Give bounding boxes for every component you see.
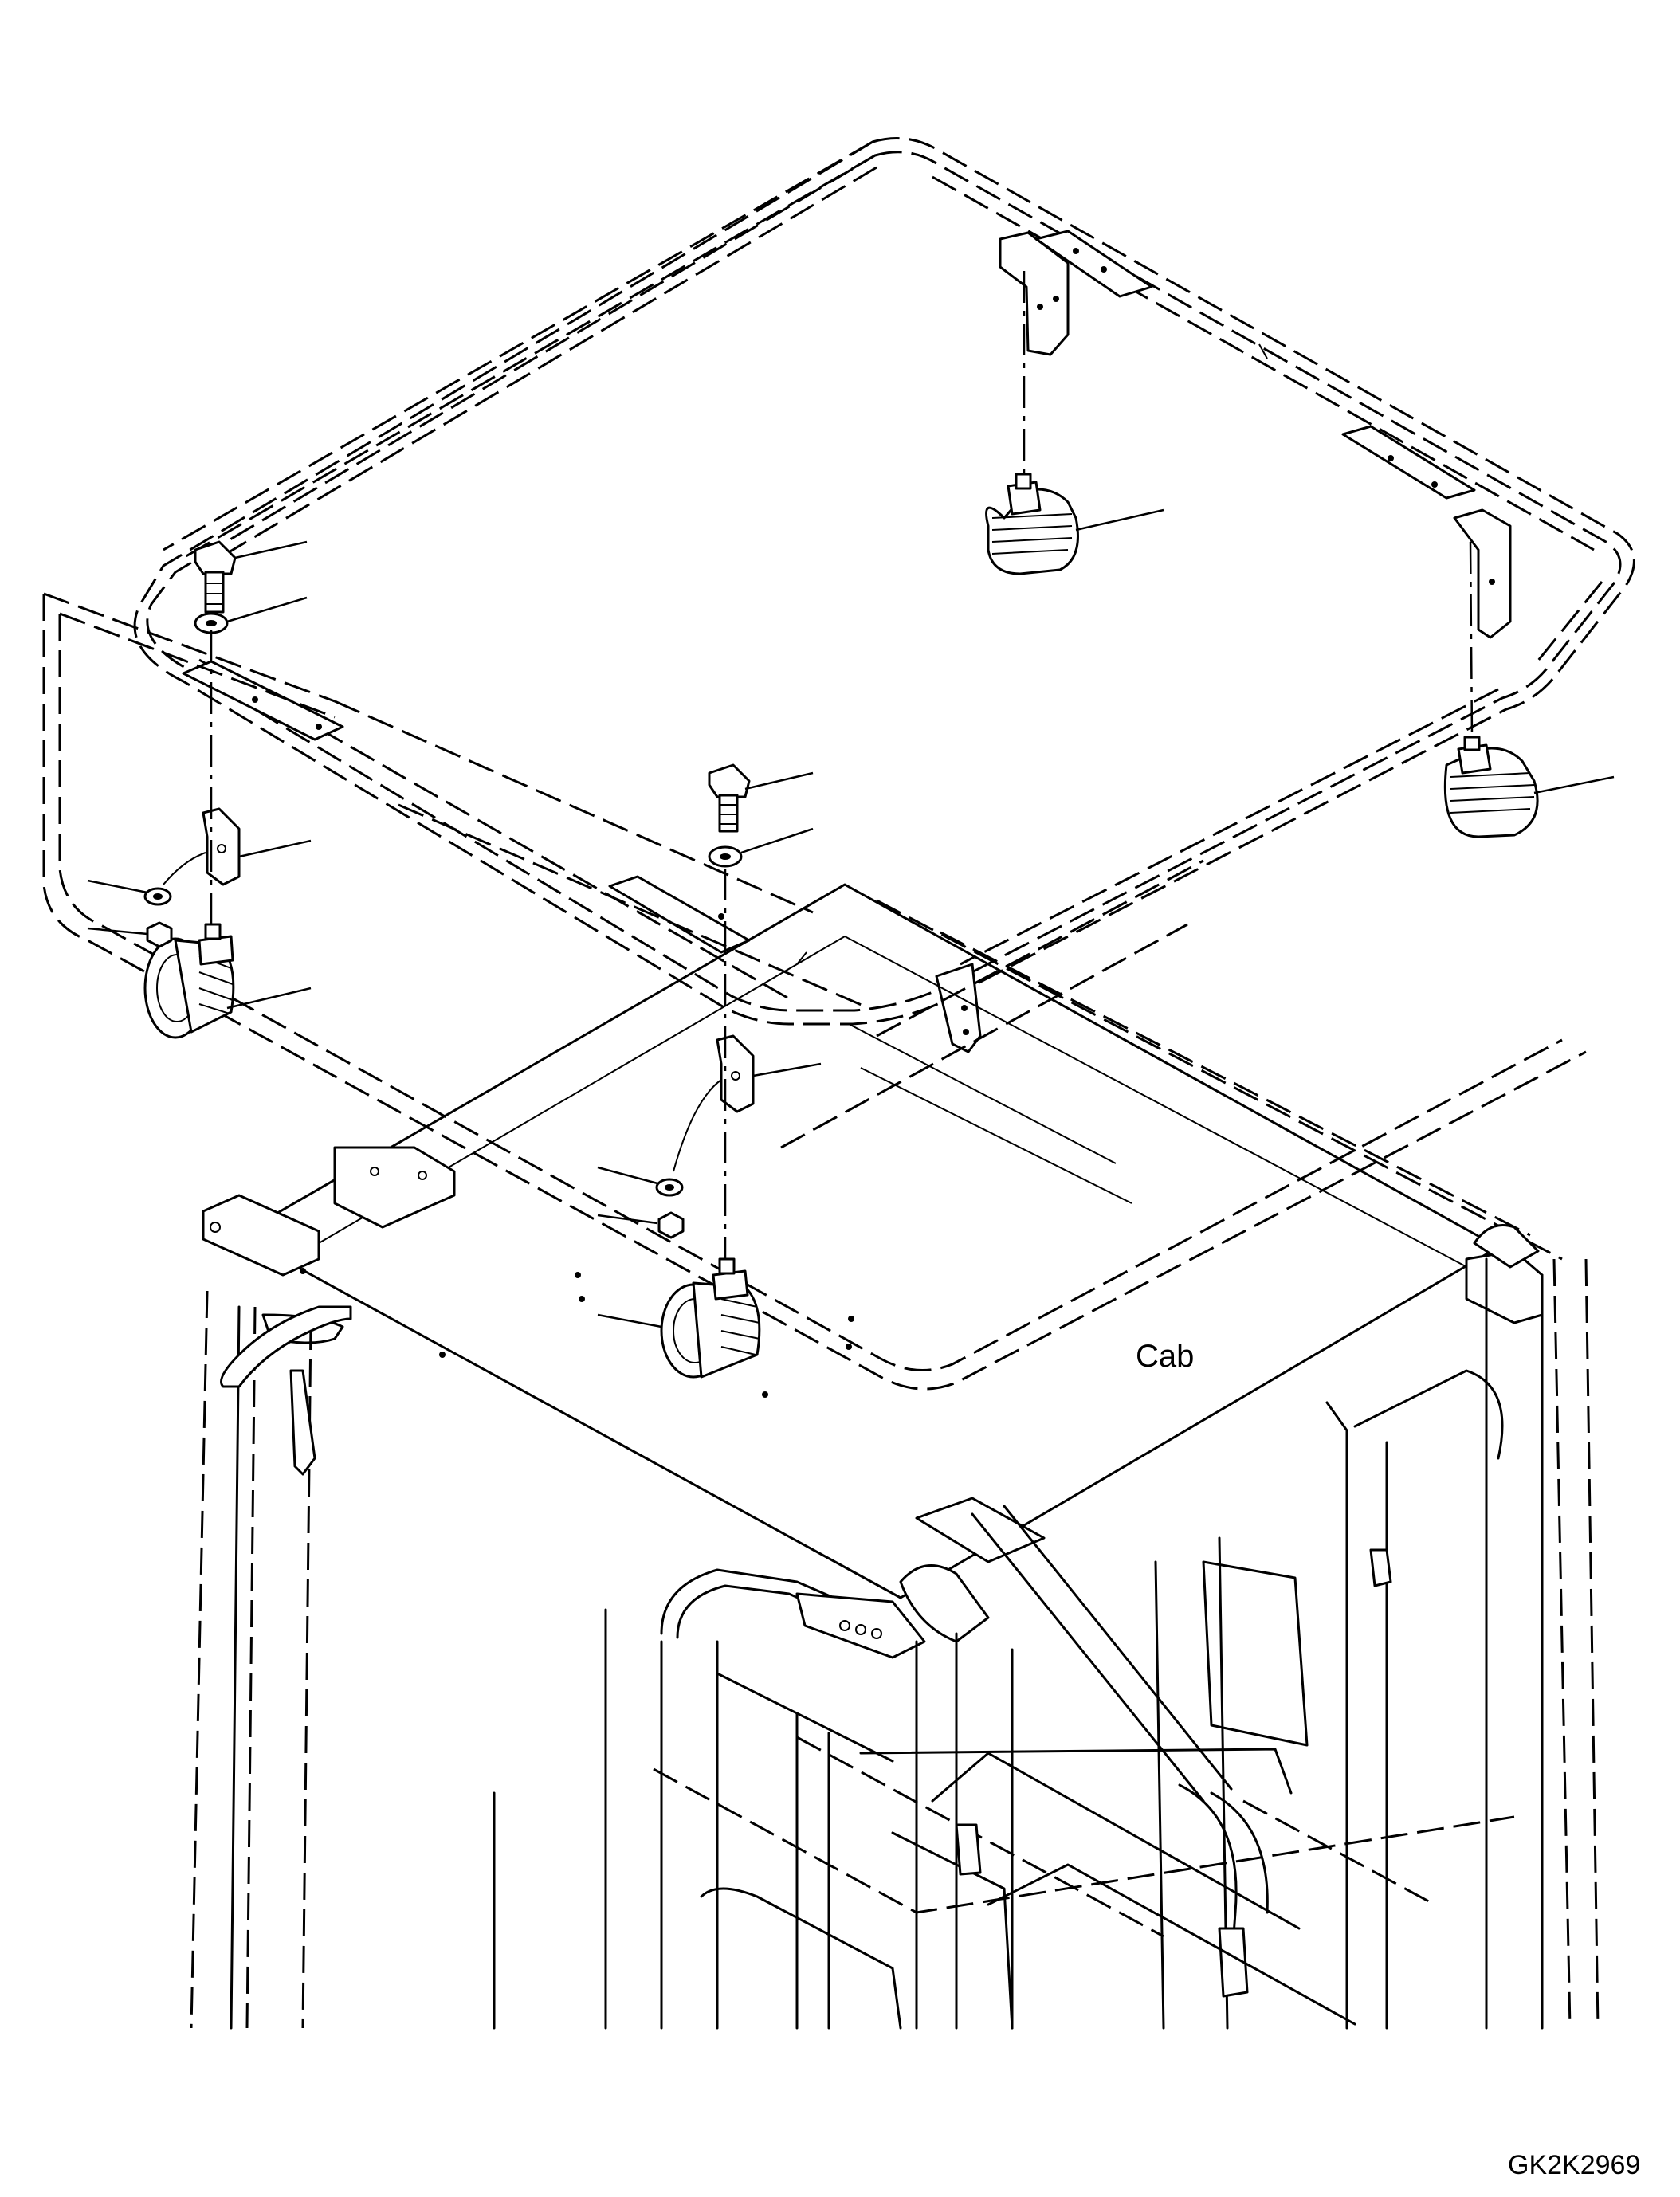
cab-label: Cab: [1136, 1339, 1195, 1374]
roof-guard-frame: [133, 137, 1635, 1026]
work-lamp-upper-right: [985, 473, 1079, 575]
frame-mounting-plates: [182, 230, 1512, 1053]
drawing-number: GK2K2969: [1508, 2150, 1641, 2180]
work-lamp-left: [143, 923, 235, 1039]
work-lamp-right: [1443, 736, 1539, 838]
assembly-center-lines: [163, 271, 1474, 1259]
fasteners-center: [655, 763, 755, 1239]
work-lamp-center: [660, 1257, 761, 1379]
fasteners-left: [143, 540, 241, 948]
cab-structure: [42, 592, 1600, 2030]
leader-lines: [87, 508, 1615, 1328]
